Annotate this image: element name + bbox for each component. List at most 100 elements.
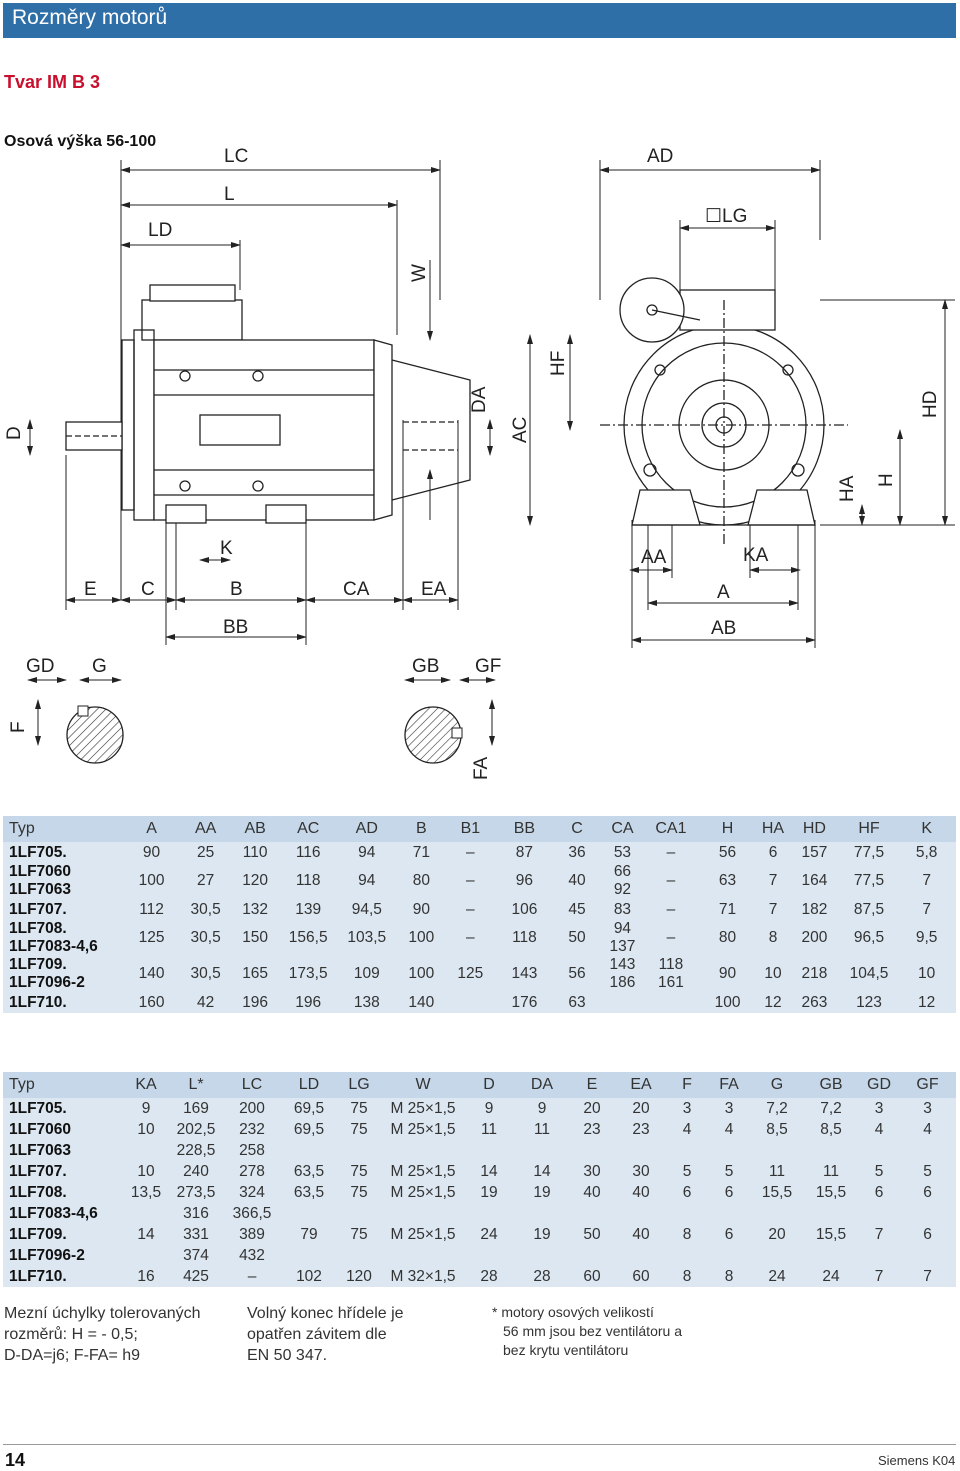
table-cell (899, 1245, 956, 1266)
table-cell: 75 (335, 1224, 383, 1245)
header-cell: D (463, 1072, 515, 1098)
label-da: DA (469, 386, 490, 413)
header-cell: AD (336, 816, 398, 842)
header-cell: L* (171, 1072, 221, 1098)
table-cell (707, 1140, 751, 1161)
header-bar (3, 3, 956, 38)
table-cell: 15,5 (803, 1224, 859, 1245)
table-cell: 176 (495, 992, 554, 1013)
table-cell: 8 (707, 1266, 751, 1287)
table-cell: 14 (515, 1161, 569, 1182)
label-ad: AD (647, 146, 673, 167)
header-cell: DA (515, 1072, 569, 1098)
row-type: 1LF705. (3, 842, 123, 863)
table-cell: 374 (171, 1245, 221, 1266)
table-cell: 40 (615, 1182, 667, 1203)
header-cell: LD (283, 1072, 335, 1098)
table-cell: 7 (757, 899, 789, 920)
table-cell: 75 (335, 1182, 383, 1203)
note-line: Volný konec hřídele je (247, 1305, 404, 1322)
cell-line: 94 (613, 920, 632, 937)
shaft-height-heading: Osová výška 56-100 (4, 133, 157, 150)
table-cell: 182 (788, 899, 841, 920)
table-cell: 80 (397, 863, 446, 899)
table-cell: 116 (279, 842, 337, 863)
table-cell: 19 (463, 1182, 515, 1203)
header-cell: Typ (3, 1072, 121, 1098)
cell-line: 143 (609, 956, 636, 973)
table-cell: 53 (600, 842, 645, 863)
label-ea: EA (421, 579, 447, 600)
table-cell: 316 (171, 1203, 221, 1224)
table-cell: 19 (515, 1182, 569, 1203)
row-type: 1LF708. (3, 1182, 121, 1203)
header-cell: AC (279, 816, 337, 842)
footer-brand: Siemens K04 (878, 1453, 956, 1468)
header-cell: EA (615, 1072, 667, 1098)
table-cell (751, 1140, 803, 1161)
table-cell (751, 1245, 803, 1266)
label-w: W (409, 264, 430, 282)
table-cell: 40 (569, 1182, 615, 1203)
table-cell (515, 1245, 569, 1266)
table-cell: 63 (697, 863, 758, 899)
label-e: E (84, 579, 97, 600)
cell-line: 118 (658, 956, 684, 973)
table-cell: 9 (121, 1098, 171, 1119)
table-cell: 8,5 (751, 1119, 803, 1140)
header-cell: B1 (445, 816, 496, 842)
table-cell: 106 (495, 899, 554, 920)
table-cell: 7 (899, 1266, 956, 1287)
table-cell: M 25×1,5 (383, 1119, 463, 1140)
table-cell: 11 (515, 1119, 569, 1140)
row-type: 1LF7083-4,6 (3, 1203, 121, 1224)
table-cell: 23 (569, 1119, 615, 1140)
tolerance-note: Mezní úchylky tolerovaných rozměrů: H = … (4, 1303, 201, 1366)
table-cell: 5 (859, 1161, 899, 1182)
table-cell: 63,5 (283, 1161, 335, 1182)
table-cell: 87,5 (840, 899, 898, 920)
header-cell: AB (230, 816, 280, 842)
label-bb: BB (223, 617, 248, 638)
table-cell: 23 (615, 1119, 667, 1140)
table-cell: 331 (171, 1224, 221, 1245)
header-cell: BB (495, 816, 554, 842)
table-cell (859, 1245, 899, 1266)
row-type: 1LF7096-2 (3, 1245, 121, 1266)
table-cell: – (221, 1266, 283, 1287)
motor-side-view (65, 284, 471, 524)
table-cell (463, 1245, 515, 1266)
table-cell: 60 (569, 1266, 615, 1287)
header-cell: G (751, 1072, 803, 1098)
page-number: 14 (5, 1450, 26, 1470)
note-line: * motory osových velikostí (492, 1304, 654, 1320)
type-line: 1LF7063 (9, 881, 72, 898)
table-cell: 109 (336, 956, 398, 992)
table-cell: 14 (463, 1161, 515, 1182)
note-line: Mezní úchylky tolerovaných (4, 1305, 201, 1322)
table-cell: – (644, 863, 698, 899)
header-cell: H (697, 816, 758, 842)
table-cell: 28 (515, 1266, 569, 1287)
table-cell (121, 1140, 171, 1161)
header-cell: F (667, 1072, 707, 1098)
footer-divider (3, 1444, 956, 1445)
table-cell: 75 (335, 1098, 383, 1119)
table-cell: 7,2 (751, 1098, 803, 1119)
table-cell: 112 (122, 899, 181, 920)
label-gf: GF (475, 656, 501, 677)
table-cell (615, 1245, 667, 1266)
table-cell: 7 (897, 863, 956, 899)
label-fa: FA (471, 756, 492, 780)
table-cell: 90 (122, 842, 181, 863)
label-hd: HD (920, 391, 941, 418)
table-cell (644, 992, 698, 1013)
table-cell: 77,5 (840, 863, 898, 899)
